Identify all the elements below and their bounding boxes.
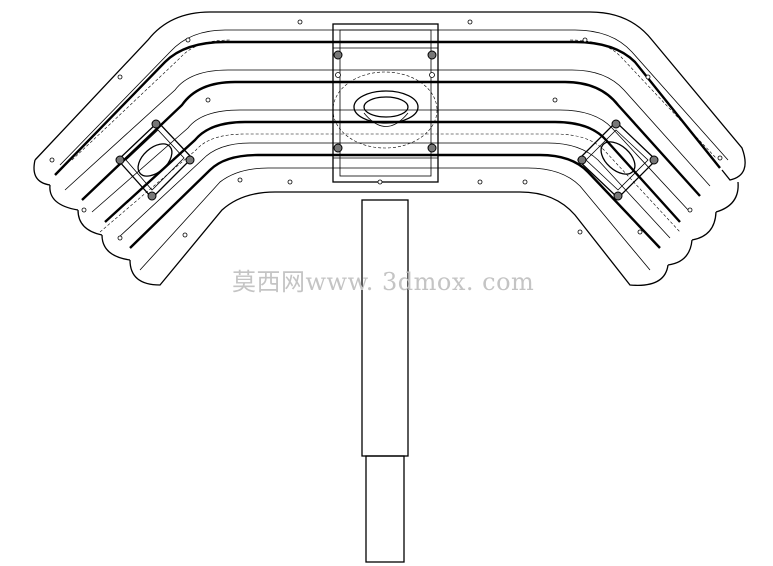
- left-bracket: [115, 119, 195, 201]
- center-plate: [332, 23, 439, 183]
- watermark: 莫西网www. 3dmox. com: [232, 268, 535, 296]
- frame-panels: [59, 29, 729, 271]
- support-column: [361, 199, 409, 563]
- screws: [49, 19, 723, 241]
- desktop-outline: [33, 11, 746, 286]
- right-bracket: [577, 119, 659, 201]
